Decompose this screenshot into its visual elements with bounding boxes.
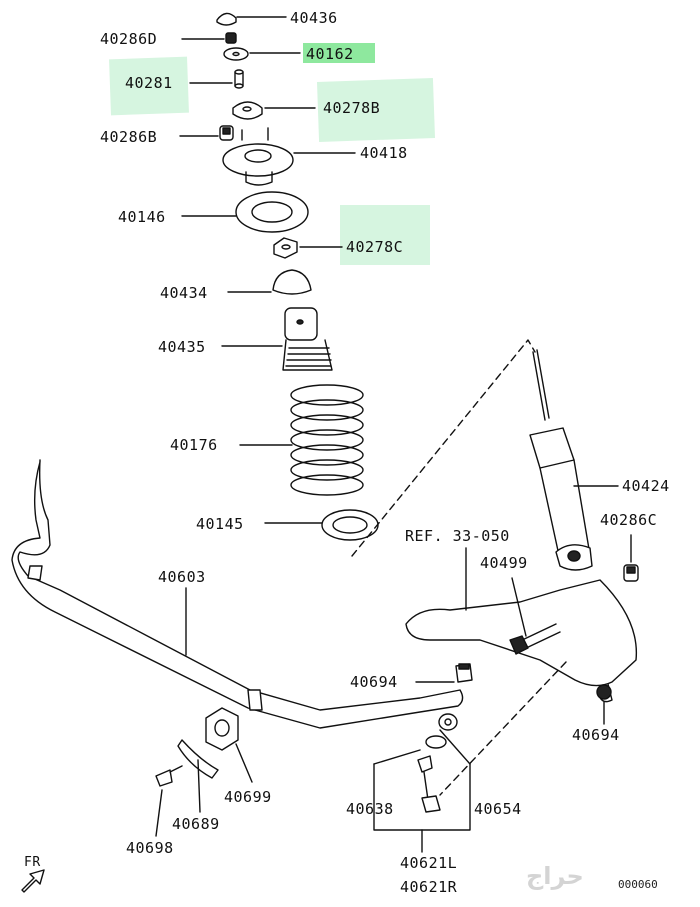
part-lower-arm <box>405 547 638 725</box>
label-40699: 40699 <box>224 788 272 806</box>
part-40434-dust-cap <box>227 269 312 295</box>
label-40654: 40654 <box>474 800 522 818</box>
label-40694-stabilizer: 40694 <box>350 673 398 691</box>
label-40145: 40145 <box>196 515 244 533</box>
label-ref-33-050: REF. 33-050 <box>405 527 510 545</box>
label-40694-arm: 40694 <box>572 726 620 744</box>
part-40654-washer <box>438 713 458 731</box>
part-40499-bolt <box>509 577 561 655</box>
part-40278B-bushing <box>232 101 316 120</box>
part-40603-stabilizer-bar <box>11 459 464 729</box>
label-40286C: 40286C <box>600 511 658 529</box>
label-40689: 40689 <box>172 815 220 833</box>
label-40146: 40146 <box>118 208 166 226</box>
label-40638: 40638 <box>346 800 394 818</box>
part-40145-spring-pad <box>264 509 379 541</box>
highlight-40278C <box>340 205 430 265</box>
part-40281-collar <box>189 69 244 89</box>
part-40176-coil-spring <box>239 384 364 496</box>
highlight-40162 <box>303 43 375 63</box>
part-40694-bushing <box>415 663 473 683</box>
label-40278B: 40278B <box>323 99 381 117</box>
label-40435: 40435 <box>158 338 206 356</box>
part-40424-shock-absorber <box>529 349 619 571</box>
label-40499: 40499 <box>480 554 528 572</box>
part-40278C-bushing <box>273 237 343 259</box>
label-40424: 40424 <box>622 477 670 495</box>
label-40162: 40162 <box>306 45 354 63</box>
front-label: FR <box>24 855 41 870</box>
label-40286D: 40286D <box>100 30 158 48</box>
label-40278C: 40278C <box>346 238 404 256</box>
part-40435-bump-stop <box>221 307 333 371</box>
label-40434: 40434 <box>160 284 208 302</box>
label-40418: 40418 <box>360 144 408 162</box>
part-40162-washer <box>223 47 301 61</box>
label-40698: 40698 <box>126 839 174 857</box>
part-40146-spring-seat <box>181 191 309 233</box>
label-40621L: 40621L <box>400 854 458 872</box>
front-arrow-icon <box>21 869 45 893</box>
part-40418-strut-mount <box>222 127 356 186</box>
part-40286B-nut <box>179 125 234 141</box>
part-40286C-nut <box>623 534 639 582</box>
diagram-code: 000060 <box>618 878 658 891</box>
part-40286D-nut <box>181 32 237 44</box>
part-40436-cap <box>216 12 287 26</box>
part-40621-link <box>373 729 471 853</box>
label-40603: 40603 <box>158 568 206 586</box>
part-40689-bracket <box>177 739 219 813</box>
label-40286B: 40286B <box>100 128 158 146</box>
part-40698-bolt <box>155 765 183 837</box>
label-40176: 40176 <box>170 436 218 454</box>
label-40436: 40436 <box>290 9 338 27</box>
label-40621R: 40621R <box>400 878 458 896</box>
watermark: حراج <box>526 862 584 890</box>
part-40699-bushing <box>205 707 253 783</box>
part-40638-cushion <box>425 735 447 749</box>
label-40281: 40281 <box>125 74 173 92</box>
